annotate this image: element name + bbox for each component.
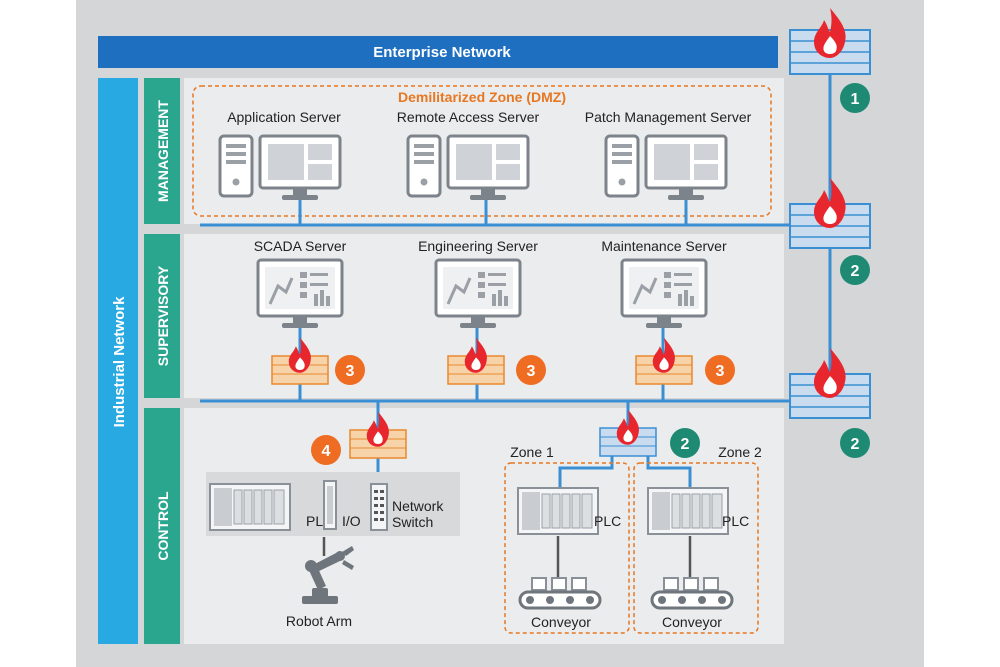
- dmz-title: Demilitarized Zone (DMZ): [398, 89, 566, 105]
- conveyor-1-label: Conveyor: [531, 614, 591, 630]
- remote-access-server-label: Remote Access Server: [397, 109, 540, 125]
- zone-firewall-icon: [599, 409, 657, 457]
- enterprise-firewall-icon: [789, 8, 871, 75]
- badge-2-lower: 2: [840, 428, 870, 458]
- management-level-bar: [144, 78, 180, 224]
- scada-firewall-icon: [271, 337, 329, 385]
- badge-3-scada: 3: [335, 355, 365, 385]
- zone1-plc-link: [558, 448, 614, 488]
- engineering-server-label: Engineering Server: [418, 238, 538, 254]
- badge-1: 1: [840, 83, 870, 113]
- zone-2-plc-icon: [647, 487, 729, 535]
- svg-text:4: 4: [322, 443, 331, 460]
- engineering-firewall-icon: [447, 337, 505, 385]
- svg-text:2: 2: [851, 263, 860, 280]
- dmz-zone: [192, 85, 772, 217]
- industrial-network-band: [98, 78, 138, 644]
- svg-text:3: 3: [527, 363, 536, 380]
- svg-text:3: 3: [346, 363, 355, 380]
- zone-1-box: [504, 462, 630, 634]
- zone-2-box: [633, 462, 759, 634]
- enterprise-network-label: Enterprise Network: [373, 44, 511, 61]
- io-label: I/O: [342, 513, 361, 529]
- svg-text:3: 3: [716, 363, 725, 380]
- badge-3-maintenance: 3: [705, 355, 735, 385]
- supervisory-level-bar: [144, 234, 180, 398]
- maintenance-firewall-icon: [635, 337, 693, 385]
- badge-4: 4: [311, 435, 341, 465]
- industrial-network-label: Industrial Network: [111, 296, 128, 428]
- patch-management-server-label: Patch Management Server: [585, 109, 752, 125]
- network-switch-label-line1: Network: [392, 498, 444, 514]
- control-level-label: CONTROL: [155, 491, 171, 561]
- management-level-label: MANAGEMENT: [155, 100, 171, 202]
- network-switch-icon: [370, 483, 388, 531]
- zone2-plc-link: [646, 448, 692, 488]
- zone-1-label: Zone 1: [510, 444, 554, 460]
- robot-arm-icon: [302, 546, 354, 604]
- cell-plc-icon: [209, 483, 291, 531]
- badge-2-control: 2: [670, 428, 700, 458]
- control-firewall-icon: [789, 348, 871, 419]
- badge-2-upper: 2: [840, 255, 870, 285]
- svg-text:1: 1: [851, 91, 860, 108]
- svg-text:2: 2: [681, 436, 690, 453]
- zone-2-label: Zone 2: [718, 444, 762, 460]
- zone-1-plc-label: PLC: [594, 513, 621, 529]
- badge-3-engineering: 3: [516, 355, 546, 385]
- network-switch-label-line2: Switch: [392, 514, 433, 530]
- scada-server-label: SCADA Server: [254, 238, 347, 254]
- zone-1-plc-icon: [517, 487, 599, 535]
- io-module-icon: [323, 480, 337, 530]
- conveyor-2-label: Conveyor: [662, 614, 722, 630]
- control-cell-firewall-icon: [349, 411, 407, 459]
- supervisory-level-label: SUPERVISORY: [155, 265, 171, 366]
- robot-arm-label: Robot Arm: [286, 613, 352, 629]
- application-server-label: Application Server: [227, 109, 341, 125]
- enterprise-network-band: [98, 36, 778, 68]
- zone-2-plc-label: PLC: [722, 513, 749, 529]
- svg-text:2: 2: [851, 436, 860, 453]
- maintenance-server-label: Maintenance Server: [601, 238, 727, 254]
- dmz-firewall-icon: [789, 178, 871, 249]
- control-level-bar: [144, 408, 180, 644]
